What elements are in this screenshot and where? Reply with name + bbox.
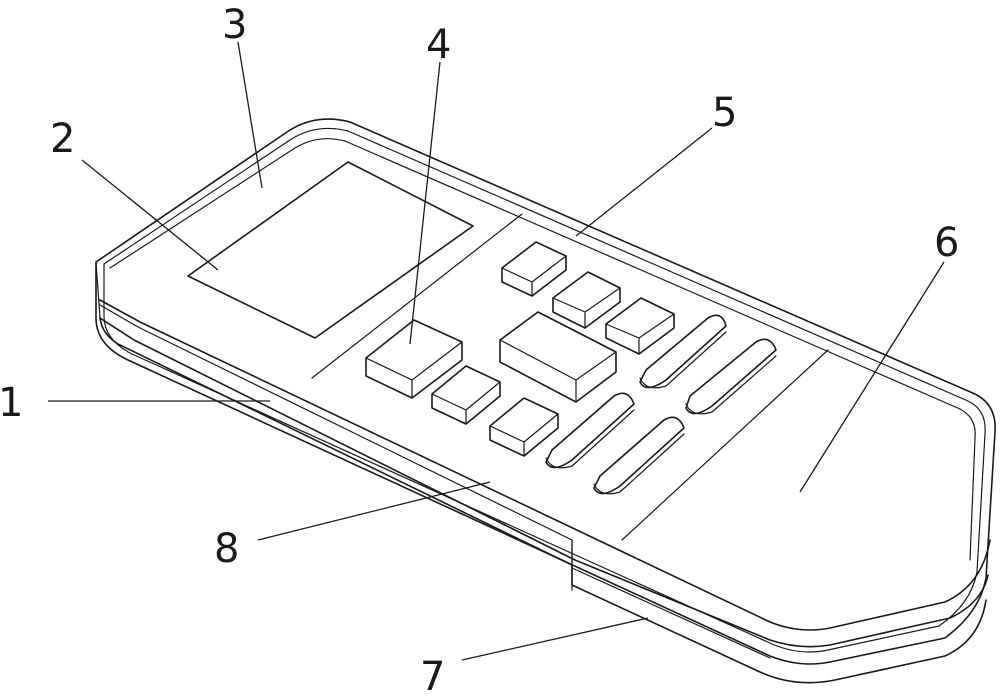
label-6: 6 [934, 220, 959, 266]
divider-display-keypad [311, 213, 523, 379]
label-2: 2 [50, 116, 75, 162]
panel-dividers [311, 213, 829, 541]
leader-7 [461, 617, 649, 661]
label-5: 5 [712, 90, 737, 136]
key-top-1 [501, 241, 567, 297]
housing-outer-rim [95, 118, 996, 665]
label-7: 7 [420, 654, 445, 697]
key-top-2 [552, 271, 621, 329]
label-3: 3 [222, 2, 247, 48]
key-center-wide [499, 311, 617, 403]
side-band-middle [99, 304, 771, 659]
key-pill-1 [639, 314, 727, 389]
label-4: 4 [426, 22, 451, 68]
leader-3 [237, 41, 263, 189]
leader-6 [799, 261, 945, 493]
label-8: 8 [214, 526, 239, 572]
keypad [365, 241, 777, 495]
key-large-left [365, 319, 463, 399]
side-band-upper [99, 299, 991, 631]
key-mid-1 [431, 365, 501, 425]
leader-2 [81, 159, 219, 271]
side-band-lower [99, 317, 989, 648]
housing-left-edge [95, 261, 101, 319]
top-face-edge [109, 138, 976, 561]
housing [95, 118, 996, 684]
leader-8 [257, 481, 491, 541]
display-outline [187, 161, 474, 339]
key-mid-2 [489, 397, 559, 457]
reference-numerals: 1 2 3 4 5 6 7 8 [0, 2, 959, 697]
divider-keypad-lower [621, 349, 829, 541]
leader-5 [575, 127, 713, 237]
display-window [187, 161, 474, 339]
housing-base [99, 317, 987, 684]
key-pill-4 [593, 416, 685, 495]
leader-lines [48, 41, 945, 661]
key-pill-3 [545, 392, 635, 469]
key-pill-2 [685, 338, 777, 415]
label-1: 1 [0, 380, 23, 426]
housing-inner-rim [103, 127, 986, 653]
key-top-3 [605, 297, 675, 355]
leader-4 [409, 61, 441, 345]
